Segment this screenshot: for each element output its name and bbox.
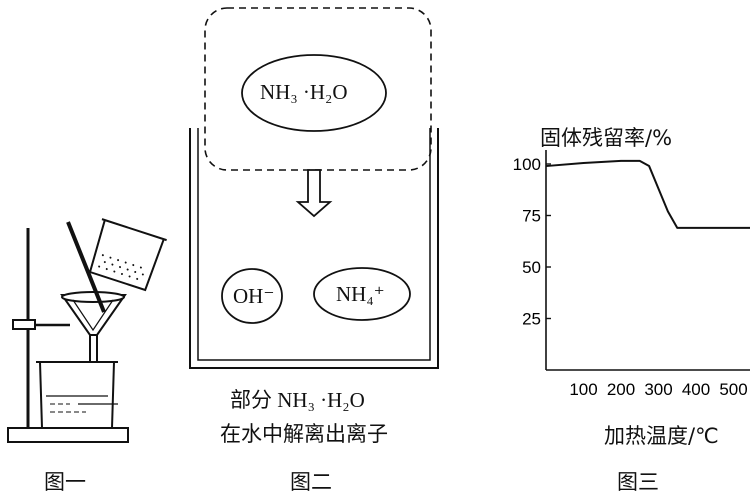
y-tick-label: 75 xyxy=(522,207,541,226)
y-tick-label: 50 xyxy=(522,258,541,277)
pouring-beaker xyxy=(88,218,167,292)
container xyxy=(189,128,439,369)
ammonium-label: NH₄⁺ xyxy=(336,282,385,306)
x-tick-label: 100 xyxy=(569,380,597,399)
glass-rod xyxy=(66,221,106,313)
series-line-0 xyxy=(545,159,750,229)
x-tick-label: 200 xyxy=(607,380,635,399)
x-tick-label: 500 xyxy=(719,380,747,399)
x-tick-label: 300 xyxy=(644,380,672,399)
y-tick-label: 25 xyxy=(522,310,541,329)
fig2-caption: 图二 xyxy=(290,470,332,494)
fig3-caption: 图三 xyxy=(617,470,659,494)
chart-xlabel: 加热温度/℃ xyxy=(604,424,719,448)
funnel-rim xyxy=(61,291,125,303)
x-tick-label: 400 xyxy=(682,380,710,399)
hydroxide-circle xyxy=(221,268,283,324)
fig2-desc-line1: 部分 NH₃ ·H₂O xyxy=(230,388,365,412)
ammonium-ellipse xyxy=(313,267,411,321)
down-arrow-icon xyxy=(295,169,333,218)
molecule-ellipse xyxy=(241,54,387,132)
molecule-label: NH₃ ·H₂O xyxy=(260,80,348,104)
filter-paper xyxy=(72,299,114,332)
chart-ylabel: 固体残留率/% xyxy=(540,126,673,150)
fig2-desc-line2: 在水中解离出离子 xyxy=(220,422,388,446)
hydroxide-label: OH⁻ xyxy=(233,284,275,308)
y-tick-label: 100 xyxy=(513,155,541,174)
fig1-caption: 图一 xyxy=(44,470,86,494)
